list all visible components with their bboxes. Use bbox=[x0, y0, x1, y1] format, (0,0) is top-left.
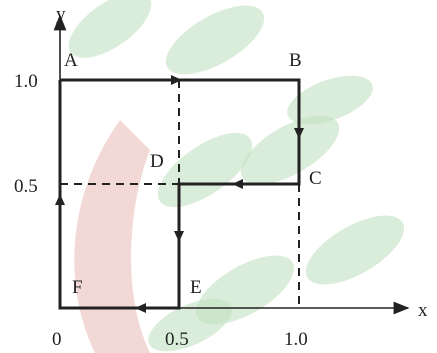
point-label-c: C bbox=[309, 168, 322, 189]
watermark-leaf bbox=[165, 5, 265, 75]
y-tick-label: 0.5 bbox=[14, 176, 38, 197]
watermark-leaf bbox=[240, 115, 340, 185]
y-tick-label: 1.0 bbox=[14, 71, 38, 92]
point-label-a: A bbox=[64, 50, 78, 71]
y-axis-label: y bbox=[56, 4, 66, 25]
arrow-cd-left bbox=[232, 179, 243, 189]
arrow-fa-up bbox=[55, 194, 65, 205]
point-label-f: F bbox=[72, 277, 83, 298]
x-tick-label: 1.0 bbox=[284, 329, 308, 350]
arrow-ef-left bbox=[135, 303, 146, 313]
point-label-e: E bbox=[190, 277, 202, 298]
watermark-leaf bbox=[157, 132, 253, 208]
watermark-red-leaf bbox=[74, 120, 150, 353]
watermark-logo bbox=[68, 0, 405, 353]
watermark-leaf bbox=[68, 0, 152, 58]
point-label-b: B bbox=[289, 50, 302, 71]
point-label-d: D bbox=[150, 151, 164, 172]
x-tick-label: 0.5 bbox=[165, 329, 189, 350]
arrow-ab-right bbox=[171, 75, 182, 85]
x-tick-label: 0 bbox=[52, 329, 62, 350]
arrow-bc-down bbox=[294, 128, 304, 139]
current-loop-path bbox=[58, 78, 301, 310]
watermark-leaf bbox=[148, 298, 232, 352]
arrow-de-down bbox=[174, 231, 184, 242]
x-axis-label: x bbox=[418, 300, 428, 321]
watermark-leaf bbox=[305, 215, 405, 285]
watermark-leaf bbox=[287, 75, 373, 125]
